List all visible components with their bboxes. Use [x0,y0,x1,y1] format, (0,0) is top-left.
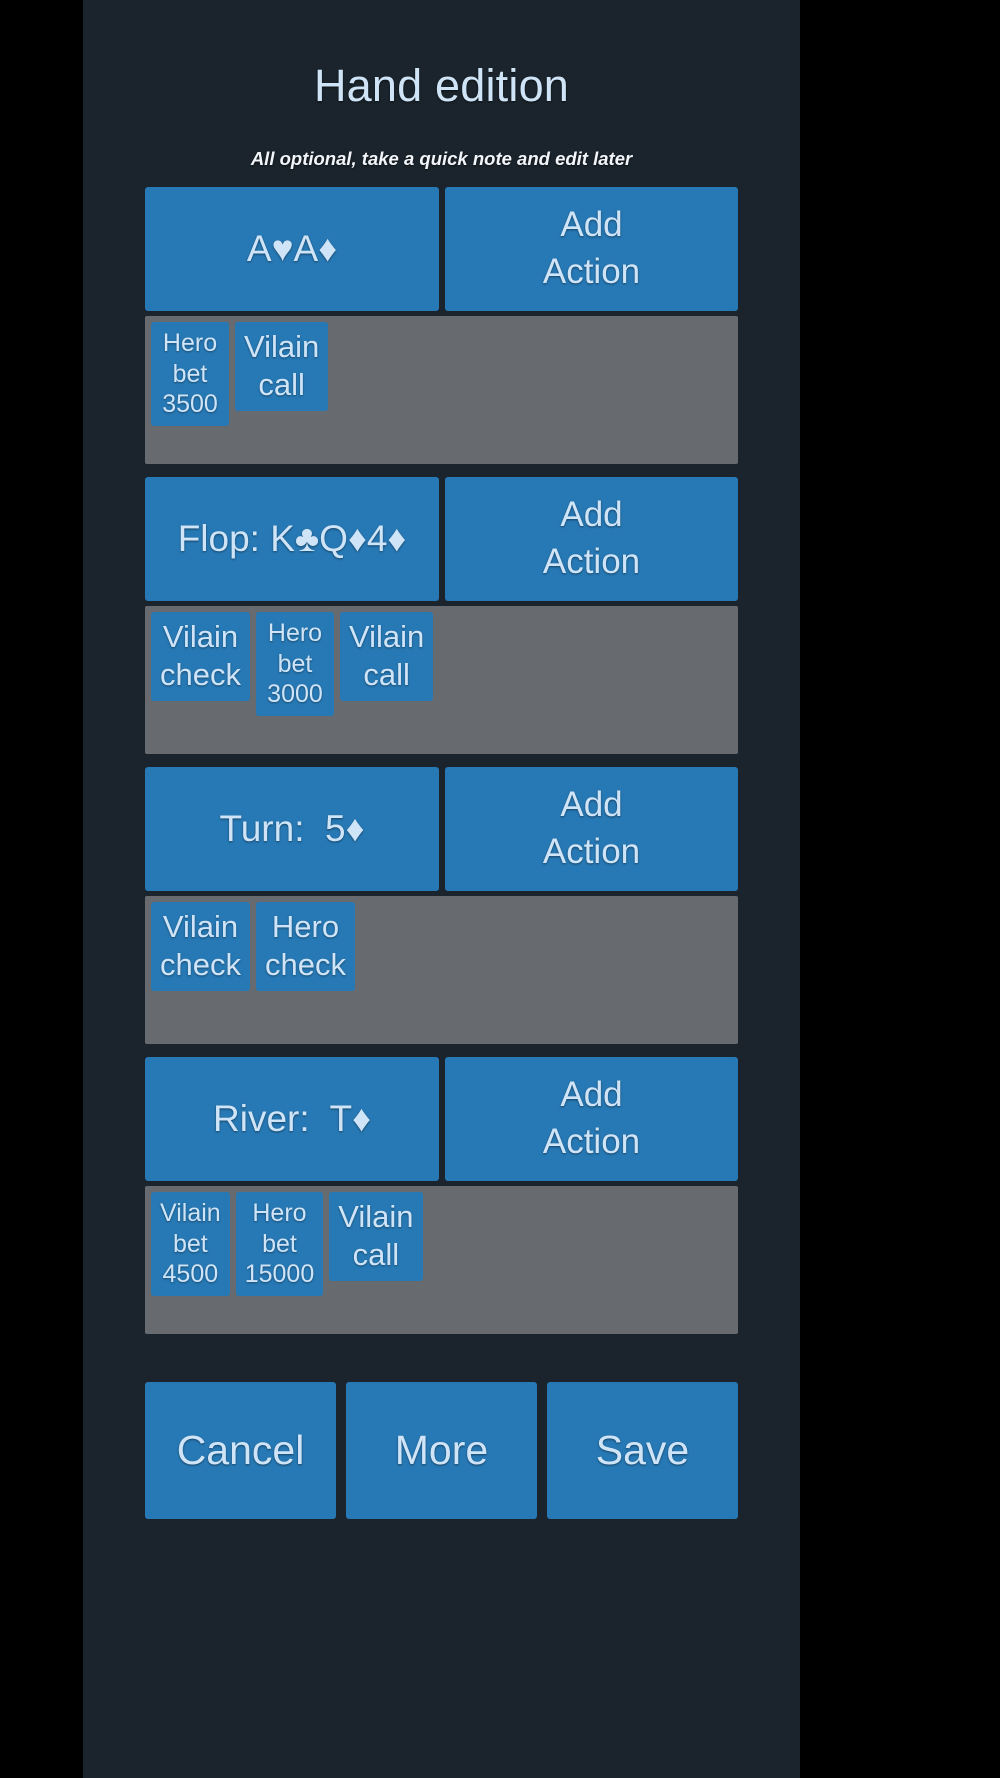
action-chip-line: Hero [267,619,323,647]
action-chip-line: call [363,657,410,693]
action-chip-line: call [352,1237,400,1273]
page-subtitle: All optional, take a quick note and edit… [250,148,633,169]
footer-buttons: Cancel More Save [83,1382,800,1519]
add-action-line2: Action [542,252,641,291]
hand-edition-screen: Hand edition All optional, take a quick … [83,0,800,1778]
action-chip-line: bet [277,649,313,678]
more-button[interactable]: More [346,1382,537,1519]
action-chip-line: Vilain [162,619,239,654]
action-chip-line: 3500 [162,390,218,418]
street-label-river[interactable]: River: T♦ [145,1057,439,1181]
action-chip-line: bet [172,359,208,388]
add-action-line1: Add [560,1075,623,1115]
action-chip-line: 3000 [267,680,323,708]
action-chip-line: check [160,657,241,693]
action-chip-line: bet [262,1229,297,1258]
action-chip-line: Hero [162,329,218,357]
street-label-preflop[interactable]: A♥A♦ [145,187,439,311]
action-chip-line: Vilain [244,329,320,364]
action-chip-line: Hero [252,1199,307,1227]
add-action-line2: Action [542,1122,641,1161]
add-action-line2: Action [542,832,641,871]
action-chip-line: check [160,947,241,983]
action-chip-line: bet [172,1229,208,1258]
page-title: Hand edition [313,60,570,111]
add-action-line1: Add [560,785,623,825]
cancel-button[interactable]: Cancel [145,1382,336,1519]
action-chip-line: Vilain [162,909,239,944]
action-chip-line: 4500 [162,1260,219,1288]
action-chip-line: Hero [271,909,340,944]
action-chip-line: check [264,947,346,983]
action-chip-line: 15000 [244,1260,315,1288]
action-chip-line: Vilain [338,1199,414,1234]
save-button[interactable]: Save [547,1382,738,1519]
street-label-turn[interactable]: Turn: 5♦ [145,767,439,891]
street-label-flop[interactable]: Flop: K♣Q♦4♦ [145,477,439,601]
add-action-line2: Action [542,542,641,581]
add-action-line1: Add [560,495,623,535]
action-chip-line: Vilain [160,1199,221,1227]
add-action-line1: Add [560,205,623,245]
action-chip-line: Vilain [348,619,425,654]
action-chip-line: call [258,367,305,403]
